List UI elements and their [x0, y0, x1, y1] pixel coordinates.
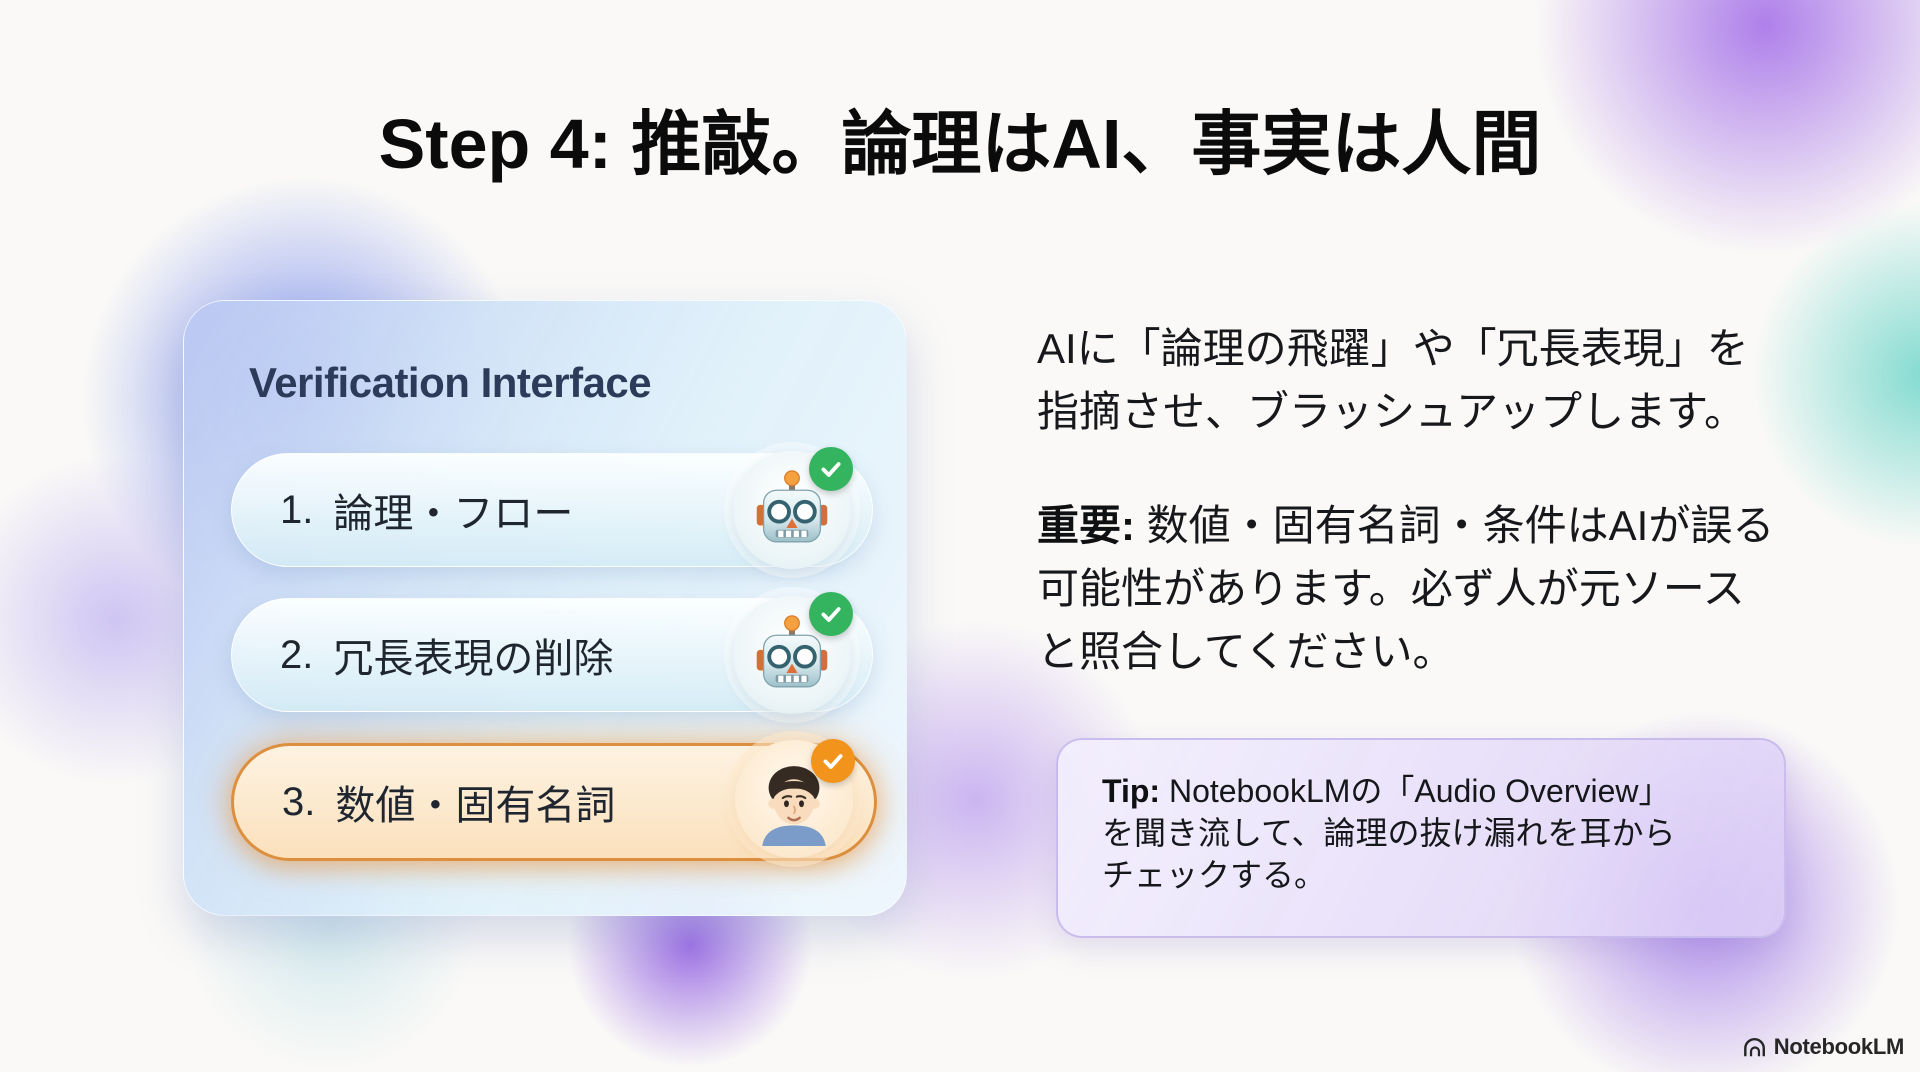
row-number: 2. — [280, 632, 314, 677]
robot-face-icon — [756, 470, 828, 543]
row-number: 1. — [280, 487, 314, 532]
status-check-badge — [809, 592, 853, 636]
important-label: 重要: — [1037, 502, 1135, 549]
tip-box: Tip: NotebookLMの「Audio Overview」 を聞き流して、… — [1056, 738, 1786, 938]
notebooklm-brand: NotebookLM — [1743, 1034, 1904, 1060]
status-check-badge — [809, 447, 853, 491]
check-row-numbers-proper-nouns: 3. 数値・固有名詞 — [231, 739, 877, 861]
check-row-logic-flow: 1. 論理・フロー — [231, 447, 873, 569]
tip-body-text: NotebookLMの「Audio Overview」 を聞き流して、論理の抜け… — [1102, 773, 1676, 893]
important-text: 数値・固有名詞・条件はAIが誤る 可能性があります。必ず人が元ソース と照合して… — [1037, 502, 1775, 675]
check-icon — [821, 462, 841, 477]
check-icon — [821, 607, 841, 622]
tip-text: Tip: NotebookLMの「Audio Overview」 を聞き流して、… — [1102, 770, 1740, 896]
verification-card: Verification Interface 1. 論理・フロー — [183, 300, 907, 916]
status-check-badge — [811, 739, 855, 783]
row-label-text: 冗長表現の削除 — [333, 637, 614, 681]
check-row-label: 2. 冗長表現の削除 — [280, 599, 613, 711]
tip-label: Tip: — [1102, 773, 1161, 809]
human-avatar — [735, 740, 853, 858]
row-label-text: 論理・フロー — [333, 492, 574, 536]
robot-face-icon — [756, 615, 828, 688]
description-paragraph: AIに「論理の飛躍」や「冗長表現」を 指摘させ、ブラッシュアップします。 — [1037, 325, 1749, 435]
check-row-label: 3. 数値・固有名詞 — [282, 746, 615, 858]
row-label-text: 数値・固有名詞 — [335, 784, 616, 828]
important-note: 重要: 数値・固有名詞・条件はAIが誤る 可能性があります。必ず人が元ソース と… — [1037, 494, 1837, 683]
brand-name: NotebookLM — [1773, 1034, 1905, 1059]
man-face-icon — [762, 766, 826, 846]
row-number: 3. — [282, 779, 316, 824]
verification-card-title: Verification Interface — [249, 359, 652, 406]
slide-title: Step 4: 推敲。論理はAI、事実は人間 — [378, 105, 1542, 183]
notebooklm-logo-icon — [1743, 1037, 1765, 1057]
check-row-label: 1. 論理・フロー — [280, 454, 573, 566]
check-row-redundancy: 2. 冗長表現の削除 — [231, 592, 873, 714]
check-icon — [823, 754, 843, 769]
